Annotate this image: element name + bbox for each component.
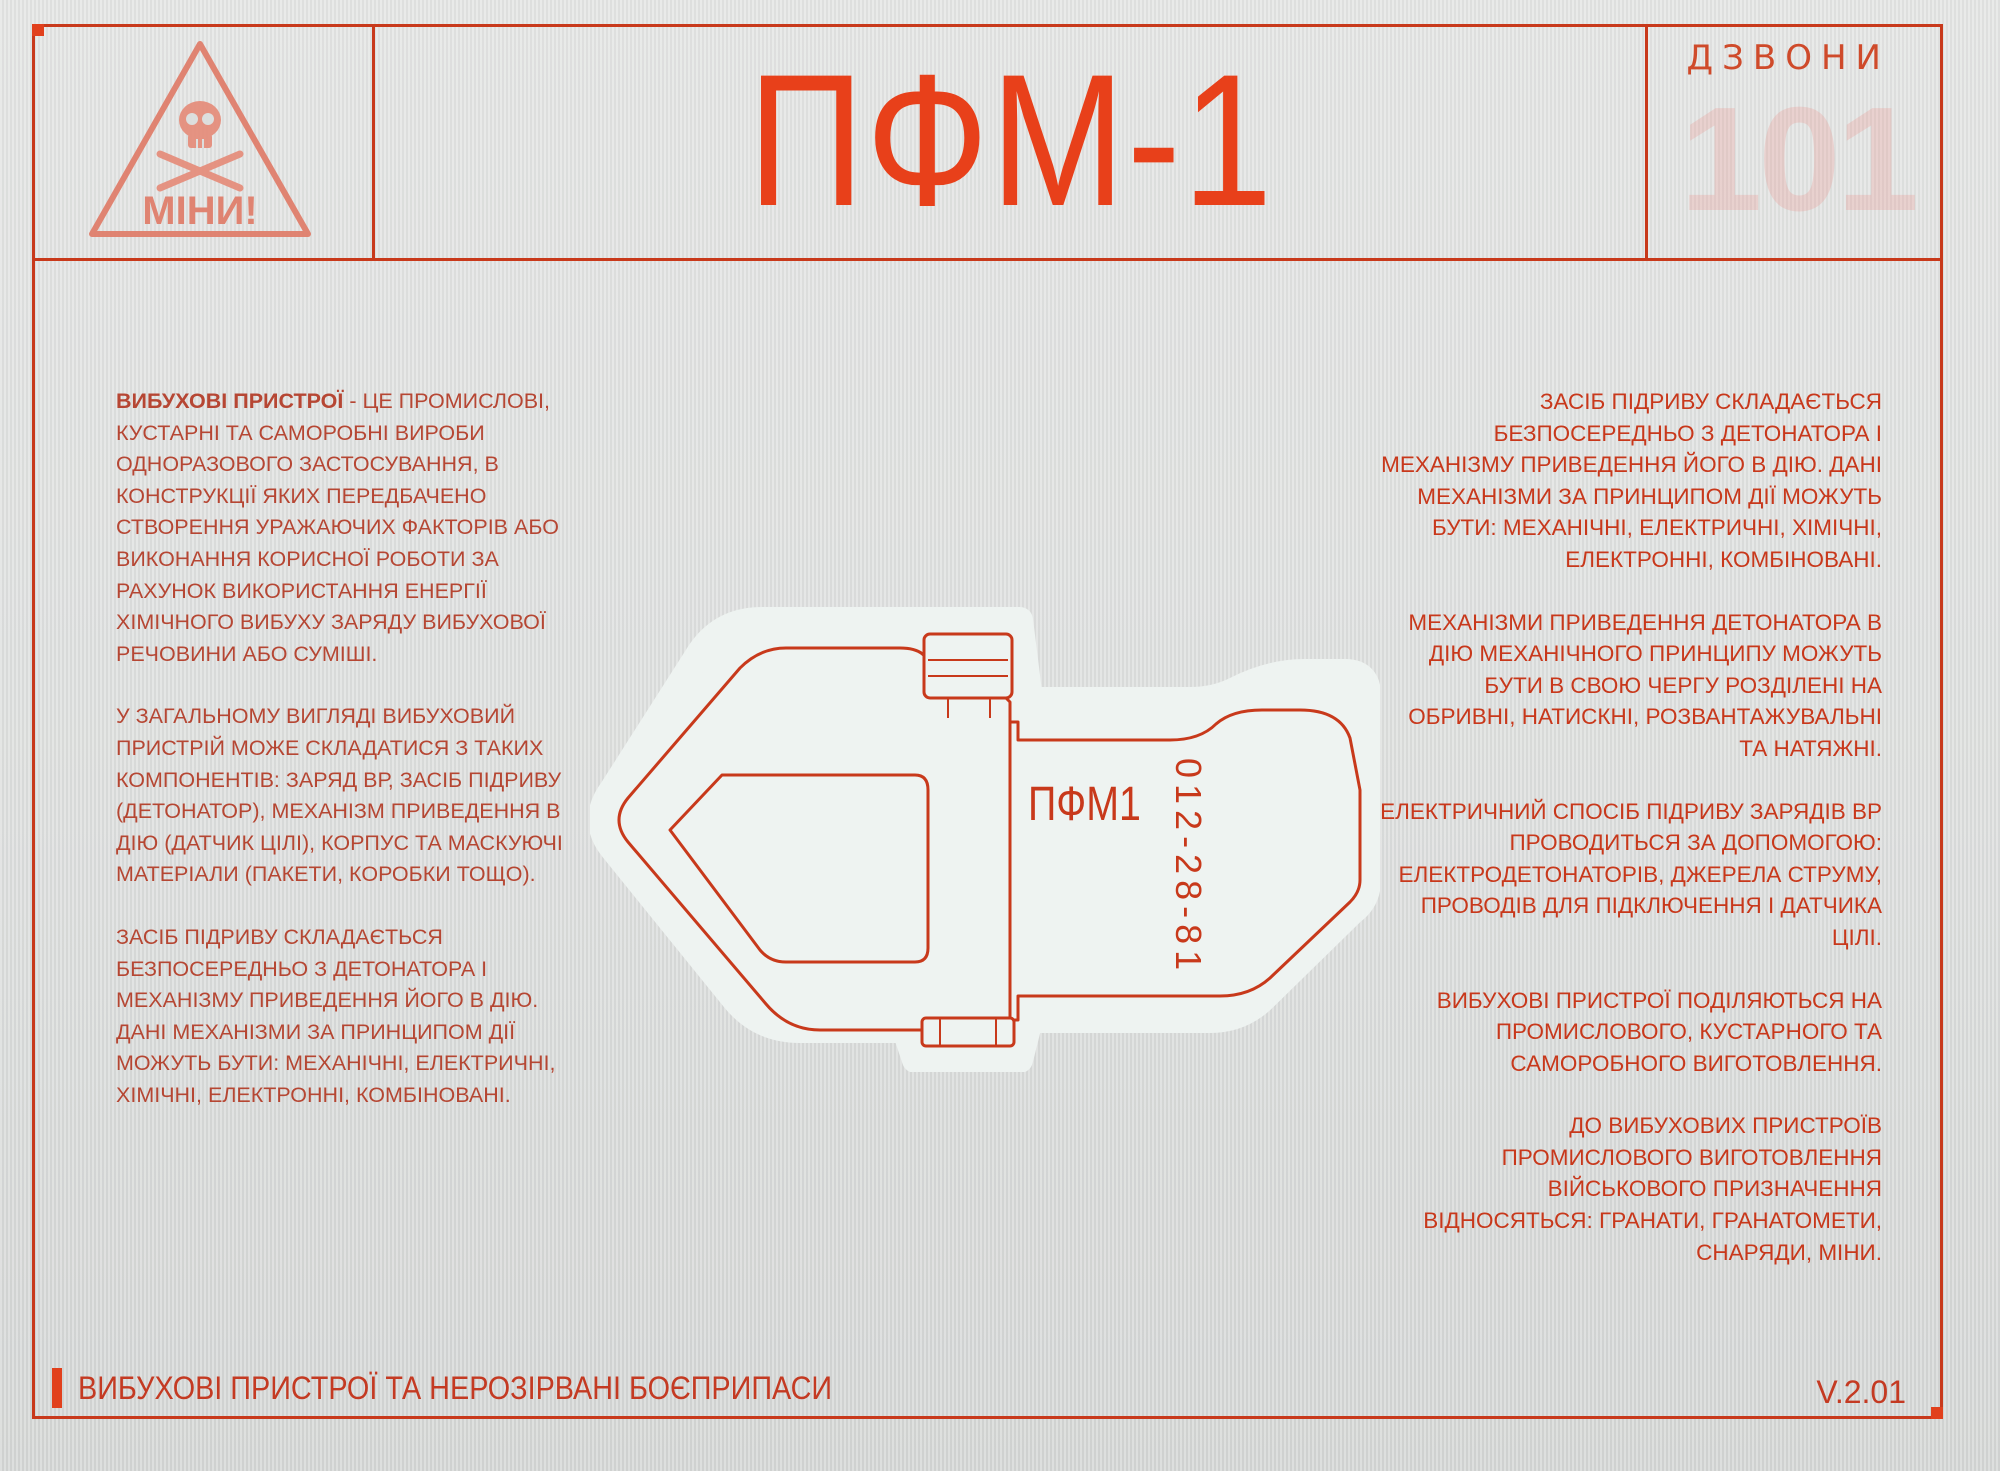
- version-label: V.2.01: [1816, 1374, 1906, 1410]
- left-paragraph-1-text: - ЦЕ ПРОМИСЛОВІ, КУСТАРНІ ТА САМОРОБНІ В…: [116, 389, 559, 666]
- frame-corner-bottom-right: [1931, 1407, 1943, 1419]
- device-serial-number: 012-28-81: [1168, 758, 1209, 977]
- left-paragraph-1-lead: ВИБУХОВІ ПРИСТРОЇ: [116, 389, 344, 413]
- left-paragraph-3: ЗАСІБ ПІДРИВУ СКЛАДАЄТЬСЯ БЕЗПОСЕРЕДНЬО …: [116, 924, 556, 1107]
- crossbones-icon: [156, 150, 244, 192]
- frame-corner-top-left: [32, 24, 44, 36]
- device-label: ПФМ1: [1028, 778, 1141, 831]
- fuze-cap-top: [922, 632, 1014, 700]
- header-left-separator: [372, 24, 375, 260]
- skull-icon: [179, 101, 221, 148]
- right-paragraph-4: ВИБУХОВІ ПРИСТРОЇ ПОДІЛЯЮТЬСЯ НА ПРОМИСЛ…: [1436, 987, 1882, 1076]
- footer-accent-bar: [52, 1368, 62, 1408]
- right-paragraph-1: ЗАСІБ ПІДРИВУ СКЛАДАЄТЬСЯ БЕЗПОСЕРЕДНЬО …: [1381, 389, 1882, 572]
- device-left-wing: [617, 646, 1012, 1032]
- footer-section-title: ВИБУХОВІ ПРИСТРОЇ ТА НЕРОЗІРВАНІ БОЄПРИП…: [78, 1370, 833, 1406]
- right-paragraph-2: МЕХАНІЗМИ ПРИВЕДЕННЯ ДЕТОНАТОРА В ДІЮ МЕ…: [1408, 609, 1882, 761]
- device-inner-recess: [668, 773, 930, 964]
- pfm1-mine-illustration: [590, 607, 1380, 1072]
- right-text-column: ЗАСІБ ПІДРИВУ СКЛАДАЄТЬСЯ БЕЗПОСЕРЕДНЬО …: [1380, 386, 1882, 1299]
- header-divider: [32, 258, 1943, 261]
- logo-text: МІНИ!: [142, 189, 257, 233]
- left-text-column: ВИБУХОВІ ПРИСТРОЇ - ЦЕ ПРОМИСЛОВІ, КУСТА…: [116, 386, 586, 1142]
- page-title: ПФМ-1: [747, 35, 1275, 245]
- call-label: ДЗВОНИ: [1686, 38, 1890, 78]
- right-paragraph-3: ЕЛЕКТРИЧНИЙ СПОСІБ ПІДРИВУ ЗАРЯДІВ ВР ПР…: [1380, 798, 1882, 950]
- left-paragraph-1: ВИБУХОВІ ПРИСТРОЇ - ЦЕ ПРОМИСЛОВІ, КУСТА…: [116, 386, 586, 670]
- device-right-wing: [1008, 708, 1362, 1022]
- page-frame: [32, 24, 1943, 1419]
- mines-warning-logo: МІНИ!: [89, 41, 311, 237]
- fuze-cap-bottom: [920, 1016, 1016, 1048]
- header-right-separator: [1645, 24, 1648, 260]
- right-paragraph-5: ДО ВИБУХОВИХ ПРИСТРОЇВ ПРОМИСЛОВОГО ВИГО…: [1423, 1113, 1882, 1265]
- emergency-number: 101: [1680, 77, 1919, 242]
- left-paragraph-2: У ЗАГАЛЬНОМУ ВИГЛЯДІ ВИБУХОВИЙ ПРИСТРІЙ …: [116, 704, 563, 887]
